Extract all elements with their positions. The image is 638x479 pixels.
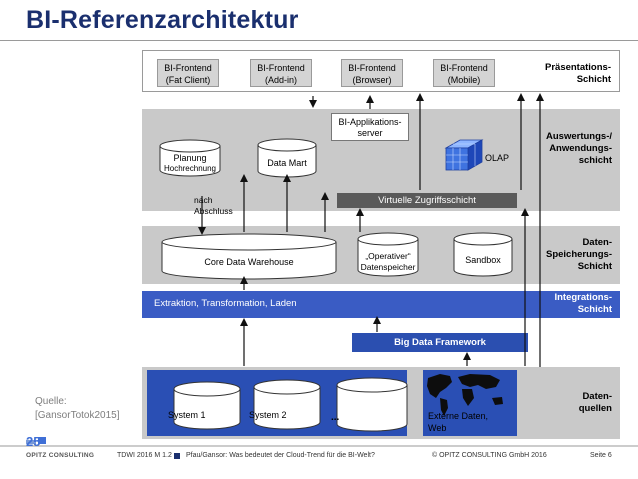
page-title: BI-Referenzarchitektur [26, 6, 299, 34]
data-mart-cylinder [257, 138, 317, 178]
system1-label: System 1 [168, 410, 206, 420]
world-map-icon [427, 374, 503, 416]
core-dwh-label: Core Data Warehouse [204, 257, 294, 267]
data-mart-label: Data Mart [267, 158, 307, 168]
footer-page-number: Seite 6 [590, 452, 612, 459]
integration-layer-label: Integrations- Schicht [554, 292, 612, 315]
planning-cylinder [159, 139, 221, 177]
after-close-note: nach Abschluss [194, 195, 233, 216]
etl-label: Extraktion, Transformation, Laden [154, 298, 297, 309]
planning-label: Planung [173, 153, 207, 163]
title-divider [0, 40, 638, 41]
system1-cylinder [173, 381, 241, 430]
frontend-mobile: BI-Frontend (Mobile) [433, 59, 495, 87]
system2-label: System 2 [249, 410, 287, 420]
company-logo-mark [26, 437, 46, 444]
logo-name: OPITZ CONSULTING [26, 452, 95, 459]
olap-cube-icon [444, 139, 484, 171]
analysis-layer-label: Auswertungs-/ Anwendungs- schicht [546, 131, 612, 166]
bi-application-server: BI-Applikations- server [331, 113, 409, 141]
footer-bullet [174, 453, 180, 459]
frontend-browser: BI-Frontend (Browser) [341, 59, 403, 87]
sources-layer-label: Daten- quellen [578, 391, 612, 414]
more-systems-cylinder [336, 377, 408, 432]
system2-cylinder [253, 379, 321, 430]
core-dwh-cylinder [161, 233, 337, 280]
sandbox-cylinder [453, 232, 513, 277]
footer-copyright: © OPITZ CONSULTING GmbH 2016 [432, 452, 547, 459]
footer-talk-title: Pfau/Gansor: Was bedeutet der Cloud-Tren… [186, 452, 375, 459]
virtual-access-layer: Virtuelle Zugriffsschicht [337, 193, 517, 208]
frontend-add-in: BI-Frontend (Add-in) [250, 59, 312, 87]
sandbox-label: Sandbox [465, 255, 501, 265]
footer-event: TDWI 2016 M 1.2 [117, 452, 172, 459]
frontend-fat-client: BI-Frontend (Fat Client) [157, 59, 219, 87]
forecast-label: Hochrechnung [163, 164, 217, 173]
operative-store-label: „Operativer“ Datenspeicher [360, 251, 416, 272]
operative-store-cylinder [357, 232, 419, 277]
presentation-layer-label: Präsentations- Schicht [545, 62, 611, 85]
storage-layer-label: Daten- Speicherungs- Schicht [546, 237, 612, 272]
big-data-framework: Big Data Framework [352, 333, 528, 352]
logo-number: 25 [26, 434, 41, 449]
more-systems-label: ... [331, 412, 340, 423]
source-citation: Quelle: [GansorTotok2015] [35, 396, 120, 421]
olap-label: OLAP [485, 153, 510, 163]
external-data-label: Externe Daten, Web [428, 411, 489, 433]
